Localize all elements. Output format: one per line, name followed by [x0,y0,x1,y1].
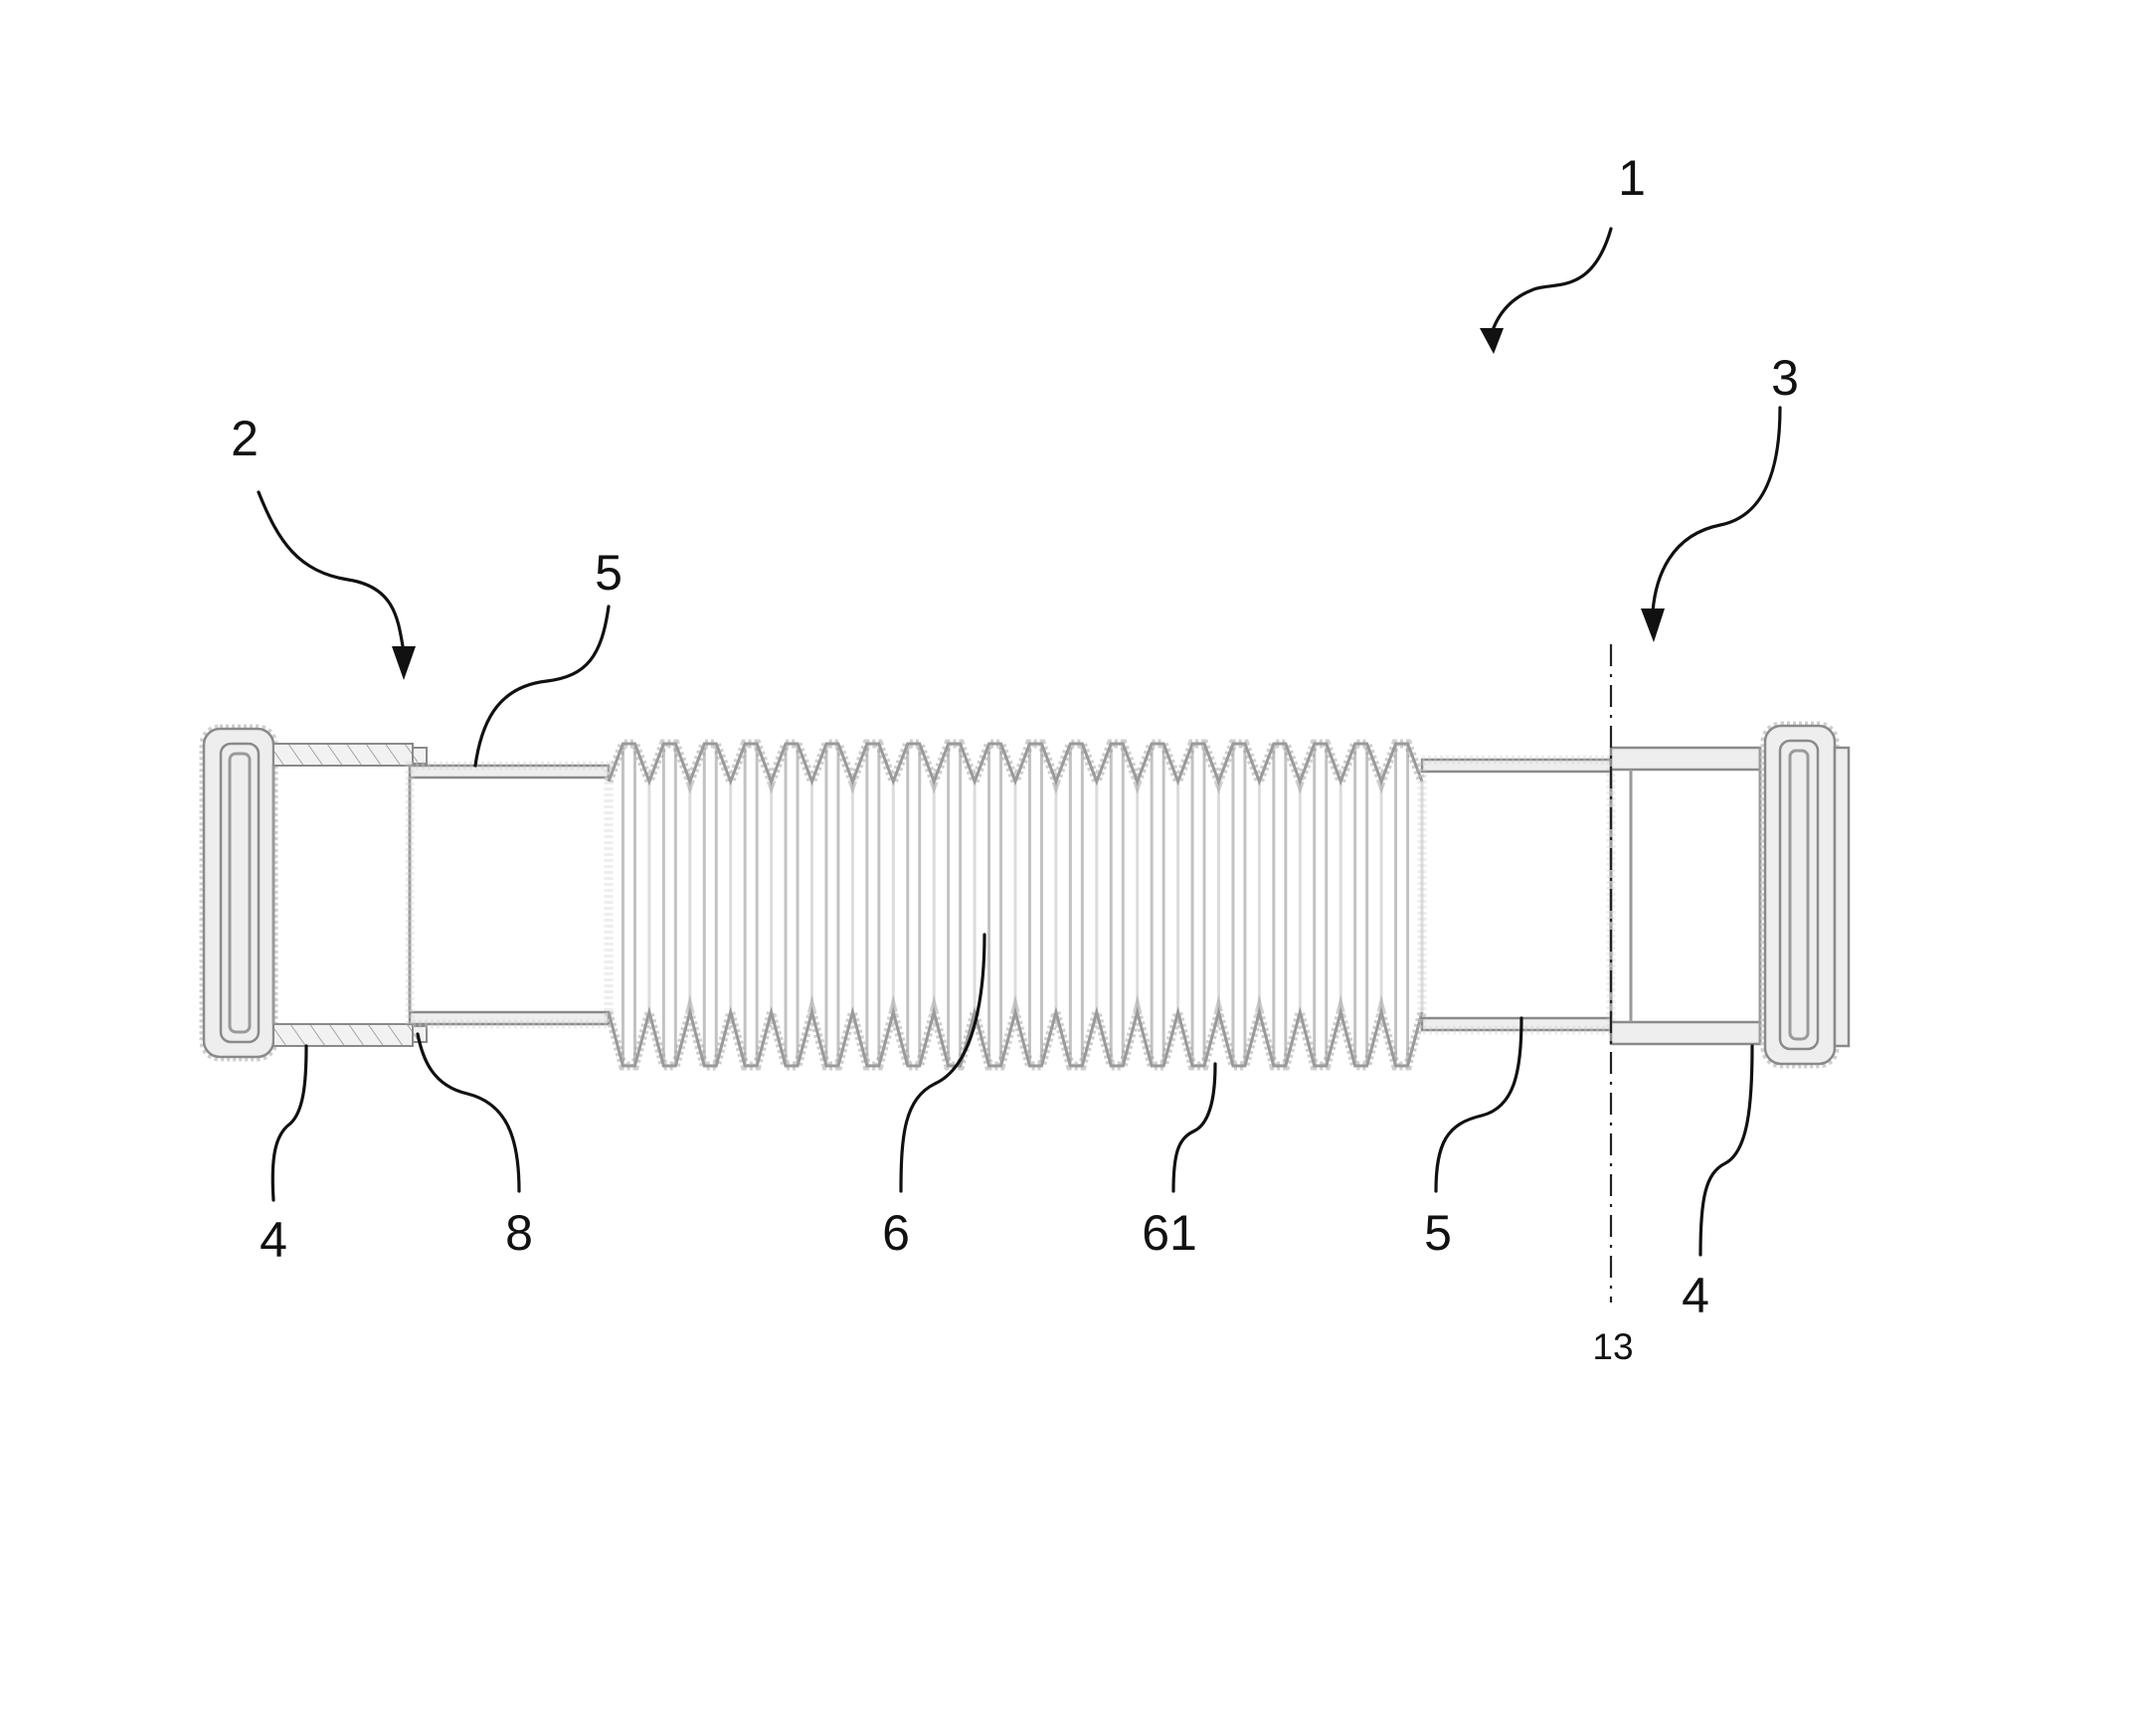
leader-3 [1653,408,1780,611]
arrowhead-3 [1641,608,1665,642]
left-socket [204,729,427,1057]
label-6: 6 [882,1205,910,1261]
arrowhead-1 [1480,328,1504,354]
label-8: 8 [505,1205,533,1261]
bellows-top-halo [609,744,1422,781]
bellows-section [609,744,1422,1066]
leader-2 [259,492,403,646]
label-1: 1 [1618,150,1646,206]
right-pipe-section [1422,760,1611,1030]
leader-6 [901,935,984,1191]
leader-8 [418,1034,519,1191]
leader-4-right [1700,1046,1752,1255]
label-4-right: 4 [1682,1268,1709,1323]
pipe-body [204,726,1849,1066]
leader-5-top [475,607,609,766]
right-socket [1611,726,1849,1064]
label-5-bottom: 5 [1424,1205,1452,1261]
leader-5-bottom [1436,1018,1521,1191]
bellows-bottom-halo [609,1012,1422,1066]
label-4-left: 4 [260,1212,287,1268]
label-2: 2 [231,411,259,466]
label-13: 13 [1592,1326,1633,1367]
arrowhead-2 [392,646,416,680]
leader-4-left [272,1046,306,1200]
left-pipe-section [410,766,609,1024]
leader-lines [259,229,1780,1255]
leader-61 [1173,1064,1215,1191]
leader-1 [1492,229,1611,333]
label-5-top: 5 [595,545,623,601]
label-61: 61 [1142,1205,1197,1261]
label-3: 3 [1771,350,1799,406]
